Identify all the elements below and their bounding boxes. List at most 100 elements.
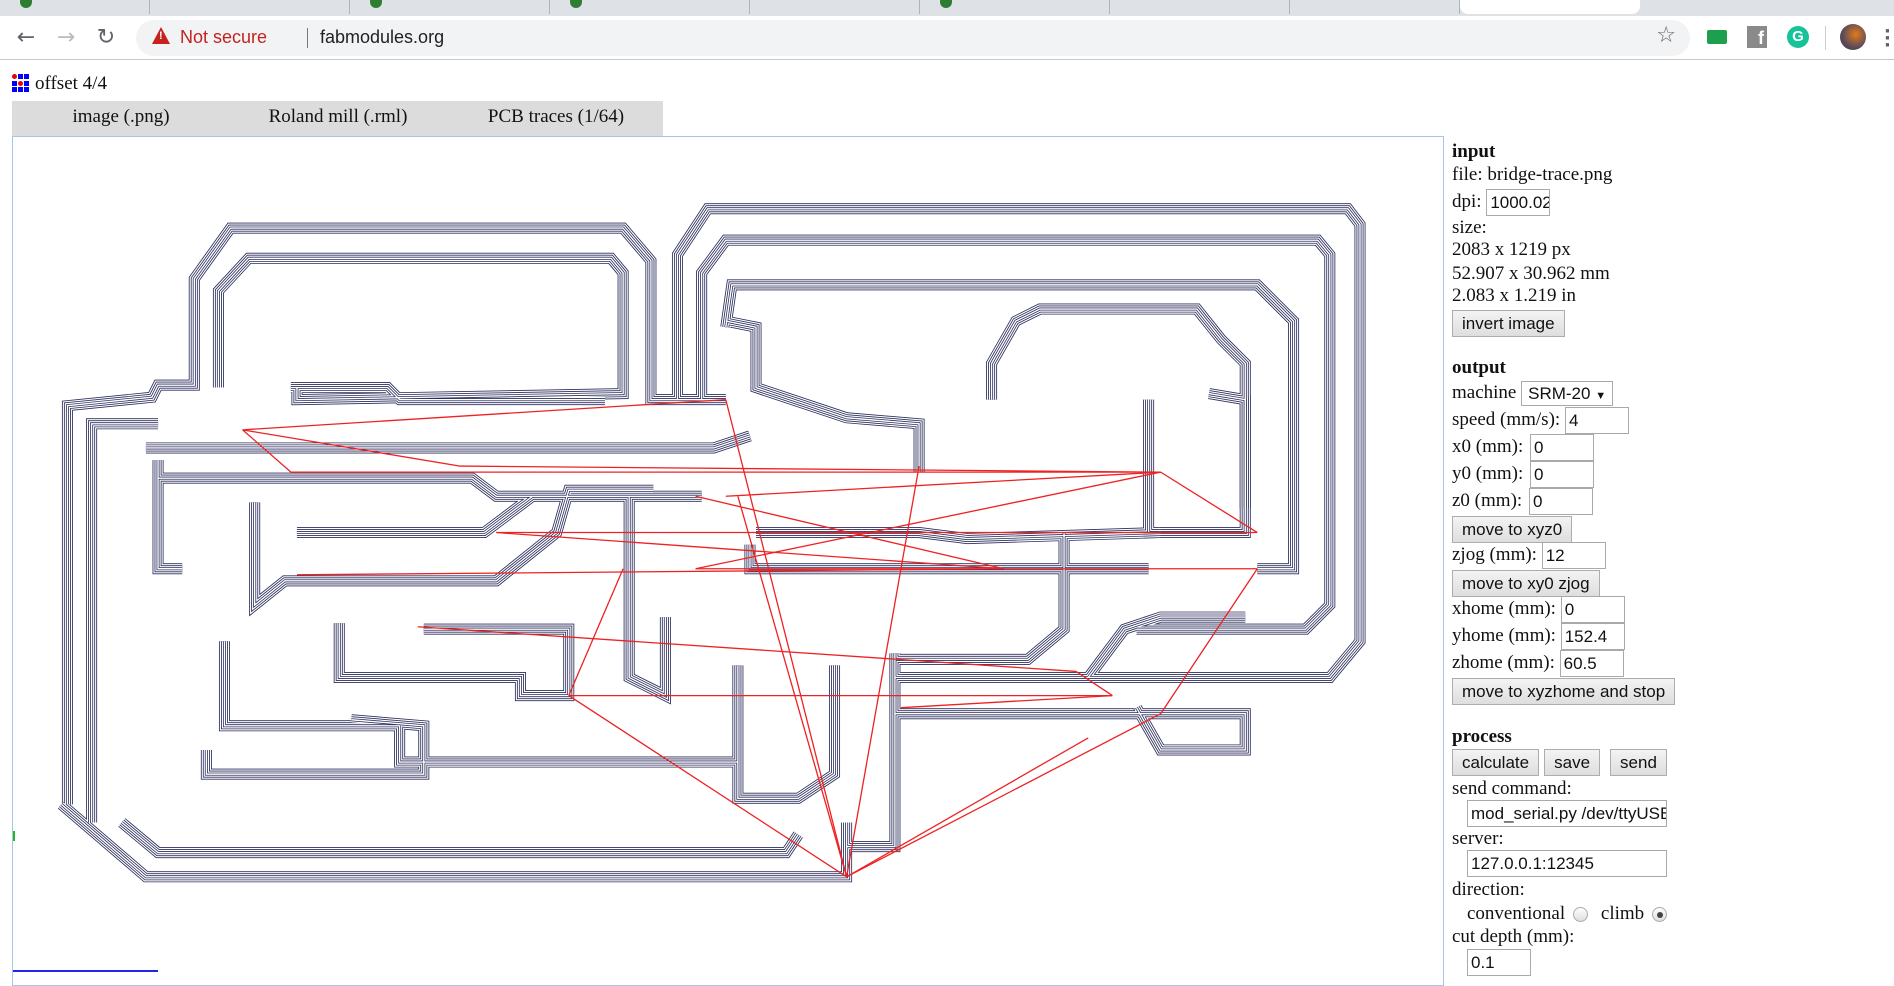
url-text[interactable]: fabmodules.org <box>320 27 445 47</box>
size-label: size: <box>1452 217 1487 238</box>
send-button[interactable]: send <box>1610 749 1667 776</box>
send-command-input[interactable]: mod_serial.py /dev/ttyUSB <box>1467 800 1667 828</box>
divider <box>307 28 308 48</box>
toolpath-contour <box>88 420 159 823</box>
toolpath-contour <box>990 307 1247 509</box>
toolpath-contour <box>222 641 400 728</box>
profile-avatar[interactable] <box>1840 24 1866 50</box>
x0-input[interactable]: 0 <box>1530 434 1594 462</box>
browser-tab[interactable] <box>350 0 550 14</box>
cut-depth-input[interactable]: 0.1 <box>1467 949 1531 977</box>
output-heading: output <box>1452 357 1506 378</box>
toolpath-contour <box>251 486 654 613</box>
toolpath-contour <box>1147 392 1247 535</box>
toolpath-contour <box>846 653 899 851</box>
rapid-move-line <box>846 713 1161 878</box>
browser-tab-active[interactable] <box>1460 0 1640 14</box>
dpi-label: dpi: <box>1452 191 1482 212</box>
save-button[interactable]: save <box>1544 749 1601 776</box>
process-heading: process <box>1452 726 1512 747</box>
rapid-move-line <box>1160 471 1258 534</box>
module-tab-pcb-traces[interactable]: PCB traces (1/64) <box>487 106 625 127</box>
toolpath-contour <box>894 532 1066 661</box>
move-to-xyzhome-button[interactable]: move to xyzhome and stop <box>1452 678 1676 705</box>
size-px: 2083 x 1219 px <box>1452 239 1571 260</box>
toolpath-canvas[interactable] <box>12 136 1444 986</box>
yhome-input[interactable]: 152.4 <box>1560 623 1625 651</box>
toolpath-contour <box>1143 388 1251 539</box>
xhome-input[interactable]: 0 <box>1560 596 1625 624</box>
send-command-label: send command: <box>1452 778 1572 799</box>
rapid-move-line <box>417 626 1077 673</box>
toolpath-contour <box>214 254 627 404</box>
machine-select[interactable]: SRM-20 ▼ <box>1521 381 1614 407</box>
toolpath-contour <box>218 641 400 732</box>
y0-input[interactable]: 0 <box>1530 461 1594 489</box>
back-icon[interactable]: ← <box>16 25 36 50</box>
rapid-move-line <box>496 531 1004 570</box>
machine-label: machine <box>1452 382 1517 403</box>
toolpath-contour <box>57 800 853 883</box>
rapid-move-line <box>1075 670 1113 697</box>
direction-conventional-label: conventional <box>1467 903 1566 924</box>
warning-icon <box>152 27 170 44</box>
rapid-move-line <box>242 429 461 467</box>
browser-tab-strip <box>0 0 1894 16</box>
toolpath-contour <box>675 207 1362 679</box>
speed-input[interactable]: 4 <box>1564 407 1629 435</box>
toolpath-contour <box>220 641 400 730</box>
toolpath-contour <box>894 532 1068 663</box>
invert-image-button[interactable]: invert image <box>1452 310 1565 337</box>
module-tab-image[interactable]: image (.png) <box>72 106 170 127</box>
browser-tab[interactable] <box>1110 0 1290 14</box>
facebook-icon[interactable]: f <box>1747 26 1767 48</box>
toolpath-contour <box>60 803 849 879</box>
file-name: bridge-trace.png <box>1487 164 1613 185</box>
x0-label: x0 (mm): <box>1452 436 1524 457</box>
browser-tab[interactable] <box>0 0 150 14</box>
zjog-label: zjog (mm): <box>1452 544 1537 565</box>
security-label[interactable]: Not secure <box>180 27 268 47</box>
rapid-move-line <box>242 429 292 473</box>
rapid-move-line <box>846 737 1089 878</box>
module-tab-roland-mill[interactable]: Roland mill (.rml) <box>268 106 408 127</box>
size-in: 2.083 x 1.219 in <box>1452 285 1577 306</box>
browser-tab[interactable] <box>750 0 920 14</box>
grammarly-icon[interactable]: G <box>1787 26 1809 48</box>
direction-climb-radio[interactable] <box>1652 907 1668 923</box>
toolpath-contour <box>90 422 159 823</box>
z0-label: z0 (mm): <box>1452 490 1523 511</box>
toolpath-contour <box>216 256 625 402</box>
toolpath-contour <box>86 418 159 823</box>
forward-icon[interactable]: → <box>56 25 76 50</box>
zjog-input[interactable]: 12 <box>1541 542 1606 570</box>
dpi-input[interactable]: 1000.02 <box>1486 189 1551 217</box>
fab-modules-logo-icon <box>12 74 30 93</box>
rapid-move-line <box>725 471 1161 497</box>
address-bar[interactable]: Not secure fabmodules.org ☆ <box>136 20 1690 56</box>
toolpath-contour <box>986 303 1251 509</box>
toolpath-contour <box>725 319 921 473</box>
zhome-input[interactable]: 60.5 <box>1559 650 1624 678</box>
speed-label: speed (mm/s): <box>1452 409 1561 430</box>
menu-kebab-icon[interactable]: ··· <box>1884 21 1891 56</box>
server-input[interactable]: 127.0.0.1:12345 <box>1467 850 1667 878</box>
rapid-move-line <box>900 694 1113 709</box>
server-label: server: <box>1452 828 1504 849</box>
browser-tab[interactable] <box>1290 0 1460 14</box>
rapid-move-line <box>1160 568 1258 715</box>
machine-value: SRM-20 <box>1528 384 1591 404</box>
z0-input[interactable]: 0 <box>1528 488 1593 516</box>
browser-tab[interactable] <box>920 0 1110 14</box>
move-to-xy0-zjog-button[interactable]: move to xy0 zjog <box>1452 570 1600 597</box>
direction-conventional-radio[interactable] <box>1573 907 1589 923</box>
browser-toolbar: ← → ↻ Not secure fabmodules.org ☆ f G ··… <box>0 16 1894 60</box>
browser-tab[interactable] <box>550 0 750 14</box>
page-title: offset 4/4 <box>35 73 107 94</box>
move-to-xyz0-button[interactable]: move to xyz0 <box>1452 516 1573 543</box>
cast-icon[interactable] <box>1707 30 1727 44</box>
browser-tab[interactable] <box>150 0 350 14</box>
calculate-button[interactable]: calculate <box>1452 749 1540 776</box>
bookmark-star-icon[interactable]: ☆ <box>1656 23 1676 48</box>
reload-icon[interactable]: ↻ <box>96 25 116 50</box>
